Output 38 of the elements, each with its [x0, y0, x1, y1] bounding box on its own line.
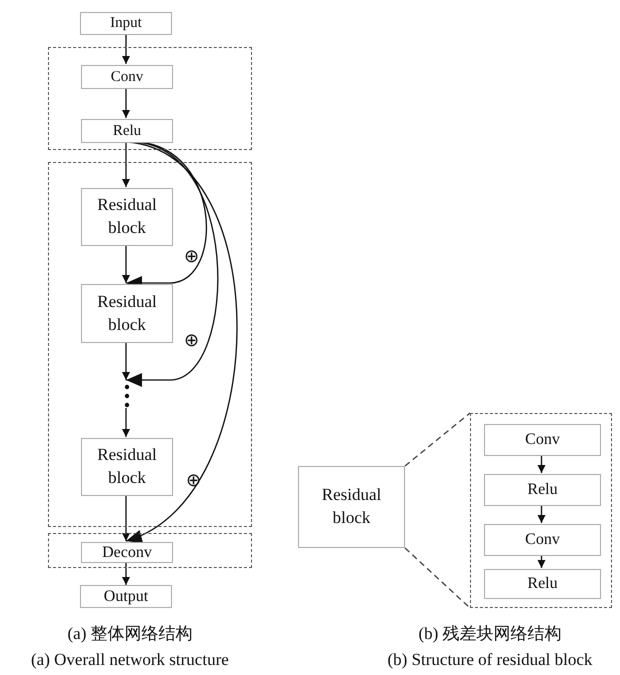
- dashed-group-frame: [48, 533, 252, 568]
- add-symbol: ⊕: [184, 330, 200, 351]
- layer-box: Deconv: [81, 542, 173, 563]
- caption: (b) Structure of residual block: [388, 650, 592, 670]
- layer-box: Conv: [484, 424, 601, 456]
- zoom-line: [404, 412, 470, 466]
- arrow: [122, 245, 130, 283]
- add-symbol: ⊕: [184, 246, 200, 267]
- arrow: [122, 562, 130, 585]
- caption: (b) 残差块网络结构: [418, 623, 562, 645]
- arrow: [126, 141, 238, 542]
- layer-box: Residual block: [298, 466, 405, 548]
- layer-box: Relu: [484, 474, 601, 506]
- layer-box: Residual block: [81, 438, 173, 496]
- arrow: [122, 35, 130, 64]
- arrow: [538, 505, 546, 523]
- arrow: [122, 408, 130, 437]
- dashed-group-frame: [48, 47, 252, 150]
- caption: (a) 整体网络结构: [68, 623, 193, 645]
- layer-box: Input: [80, 12, 172, 35]
- layer-box: Relu: [81, 119, 173, 143]
- zoom-line: [404, 548, 470, 608]
- arrow: [122, 88, 130, 118]
- arrow: [122, 142, 130, 187]
- layer-box: Conv: [81, 65, 173, 89]
- layer-box: Residual block: [81, 284, 173, 343]
- arrow: [122, 495, 130, 541]
- dashed-group-frame: [470, 413, 612, 608]
- arrow: [538, 555, 546, 568]
- arrow: [126, 141, 218, 387]
- arrow: [122, 342, 130, 380]
- layer-box: Residual block: [81, 188, 173, 246]
- caption: (a) Overall network structure: [31, 650, 229, 670]
- layer-box: Relu: [484, 569, 601, 599]
- layer-box: Output: [80, 585, 172, 608]
- layer-box: Conv: [484, 524, 601, 556]
- arrow: [538, 455, 546, 473]
- dashed-group-frame: [48, 162, 252, 527]
